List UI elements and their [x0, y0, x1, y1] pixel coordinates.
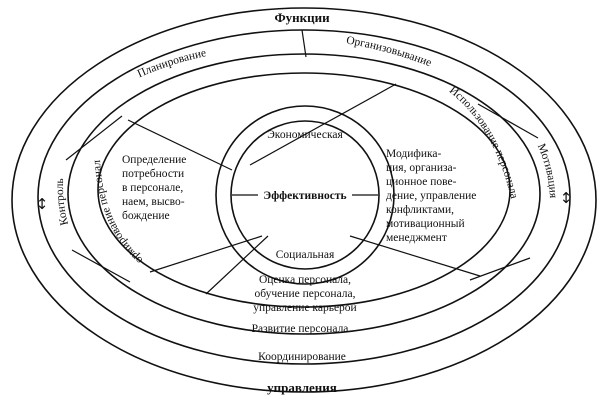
- center-outer-circle: [215, 105, 395, 285]
- divider-inner-upper-left: [127, 119, 233, 171]
- left-double-arrow-icon: ↕: [36, 195, 49, 213]
- divider-right-bottom: [469, 257, 531, 281]
- outer-ellipse: [11, 7, 597, 393]
- right-block-line: Модифика-: [386, 148, 441, 160]
- center-label-efficiency: Эффективность: [263, 190, 346, 202]
- left-block-line: в персонале,: [122, 182, 183, 194]
- right-block-line: ционное пове-: [386, 176, 457, 188]
- left-block-line: бождение: [122, 210, 170, 222]
- ring3-label-development: Развитие персонала: [252, 323, 349, 335]
- center-label-economic: Экономическая: [267, 129, 343, 141]
- left-block: Определение потребности в персонале, нае…: [122, 154, 186, 222]
- divider-left-bottom: [71, 249, 131, 283]
- divider-inner-lower-left: [149, 235, 263, 273]
- right-double-arrow-icon: ↕: [560, 189, 573, 207]
- bottom-block: Оценка персонала, обучение персонала, уп…: [253, 274, 356, 314]
- left-block-line: наем, высво-: [122, 196, 185, 208]
- center-inner-circle: [230, 120, 380, 270]
- bottom-block-line: Оценка персонала,: [259, 274, 351, 286]
- ring3-label-usage: Использование персонала: [447, 84, 520, 200]
- outer-label-right: Мотивация: [535, 142, 559, 199]
- outer-label-top: Функции: [274, 10, 330, 25]
- second-ellipse: [37, 29, 571, 365]
- third-ellipse: [67, 53, 541, 335]
- bottom-block-line: обучение персонала,: [254, 288, 355, 300]
- right-block-line: менеджмент: [386, 232, 447, 244]
- right-block: Модифика- ция, организа- ционное пове- д…: [386, 148, 476, 244]
- outer-label-bottom: управления: [267, 380, 337, 395]
- right-block-line: дение, управление: [386, 190, 476, 202]
- divider-left-top: [65, 115, 123, 161]
- left-block-line: потребности: [122, 168, 184, 180]
- bottom-block-line: управление карьерой: [253, 302, 356, 314]
- divider-inner-bottom: [205, 235, 269, 295]
- right-block-line: конфликтами,: [386, 204, 454, 216]
- divider-inner-upper-right: [249, 83, 397, 166]
- ring2-label-coordination: Координирование: [258, 351, 346, 363]
- divider-inner-lower-right: [349, 235, 481, 277]
- right-block-line: ция, организа-: [386, 162, 457, 174]
- inner-ellipse: [97, 72, 511, 308]
- center-label-social: Социальная: [276, 249, 335, 261]
- divider-ring2-top: [301, 29, 307, 58]
- left-block-line: Определение: [122, 154, 186, 166]
- divider-right-top: [477, 103, 539, 139]
- right-block-line: мотивационный: [386, 218, 465, 230]
